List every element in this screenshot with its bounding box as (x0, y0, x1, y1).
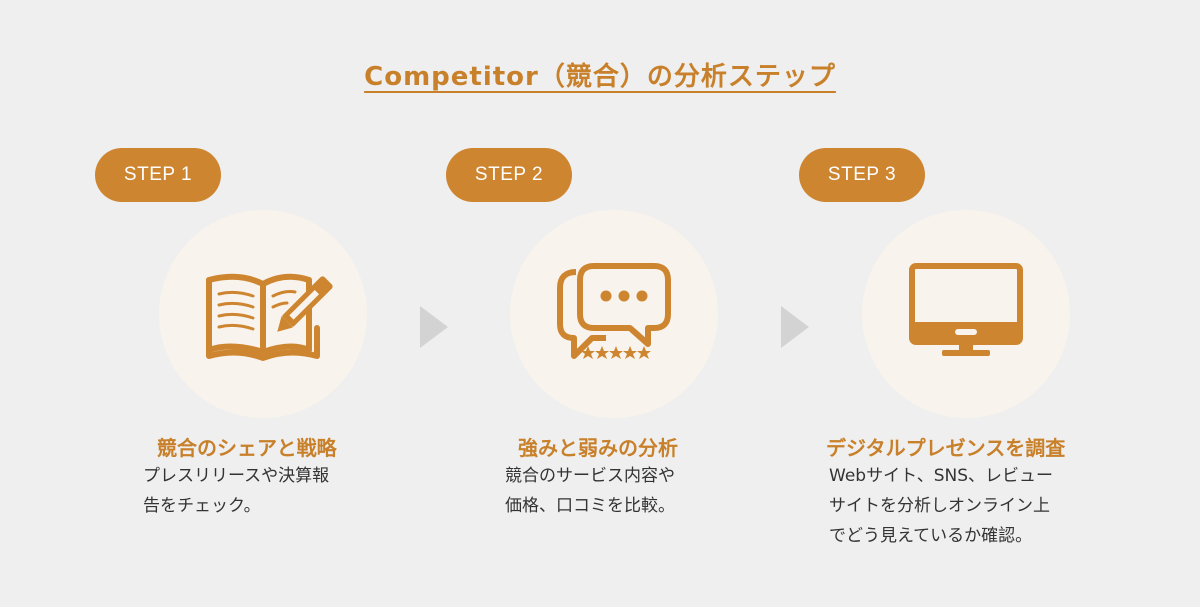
step-2-desc-line-2: 価格、口コミを比較。 (505, 496, 675, 516)
step-2-badge: STEP 2 (446, 148, 572, 202)
step-2-description: 競合のサービス内容や 価格、口コミを比較。 (505, 461, 675, 521)
step-3-icon-circle (862, 210, 1070, 418)
step-1-desc-line-1: プレスリリースや決算報 (143, 466, 330, 486)
page-title: Competitor（競合）の分析ステップ (0, 56, 1200, 93)
step-1-badge: STEP 1 (95, 148, 221, 202)
step-1-description: プレスリリースや決算報 告をチェック。 (143, 461, 329, 521)
desktop-monitor-icon (909, 263, 1023, 356)
step-2-title: 強みと弱みの分析 (518, 436, 678, 460)
step-3-description: Webサイト、SNS、レビュー サイトを分析しオンライン上 でどう見えているか確… (829, 461, 1053, 551)
step-3-desc-line-2: サイトを分析しオンライン上 (829, 496, 1050, 516)
step-2-desc-line-1: 競合のサービス内容や (505, 466, 675, 486)
step-arrow-icon (420, 306, 448, 348)
step-1-desc-line-2: 告をチェック。 (143, 496, 261, 516)
step-2-icon-circle (510, 210, 718, 418)
open-book-pencil-icon (206, 273, 333, 361)
step-3-title: デジタルプレゼンスを調査 (826, 436, 1066, 460)
page-title-text: Competitor（競合）の分析ステップ (364, 62, 836, 92)
step-1-icon-circle (159, 210, 367, 418)
step-3-desc-line-3: でどう見えているか確認。 (829, 526, 1033, 546)
chat-bubbles-stars-icon (557, 263, 671, 359)
step-3-desc-line-1: Webサイト、SNS、レビュー (829, 466, 1054, 486)
step-1-title: 競合のシェアと戦略 (157, 436, 337, 460)
step-3-badge: STEP 3 (799, 148, 925, 202)
step-arrow-icon (781, 306, 809, 348)
